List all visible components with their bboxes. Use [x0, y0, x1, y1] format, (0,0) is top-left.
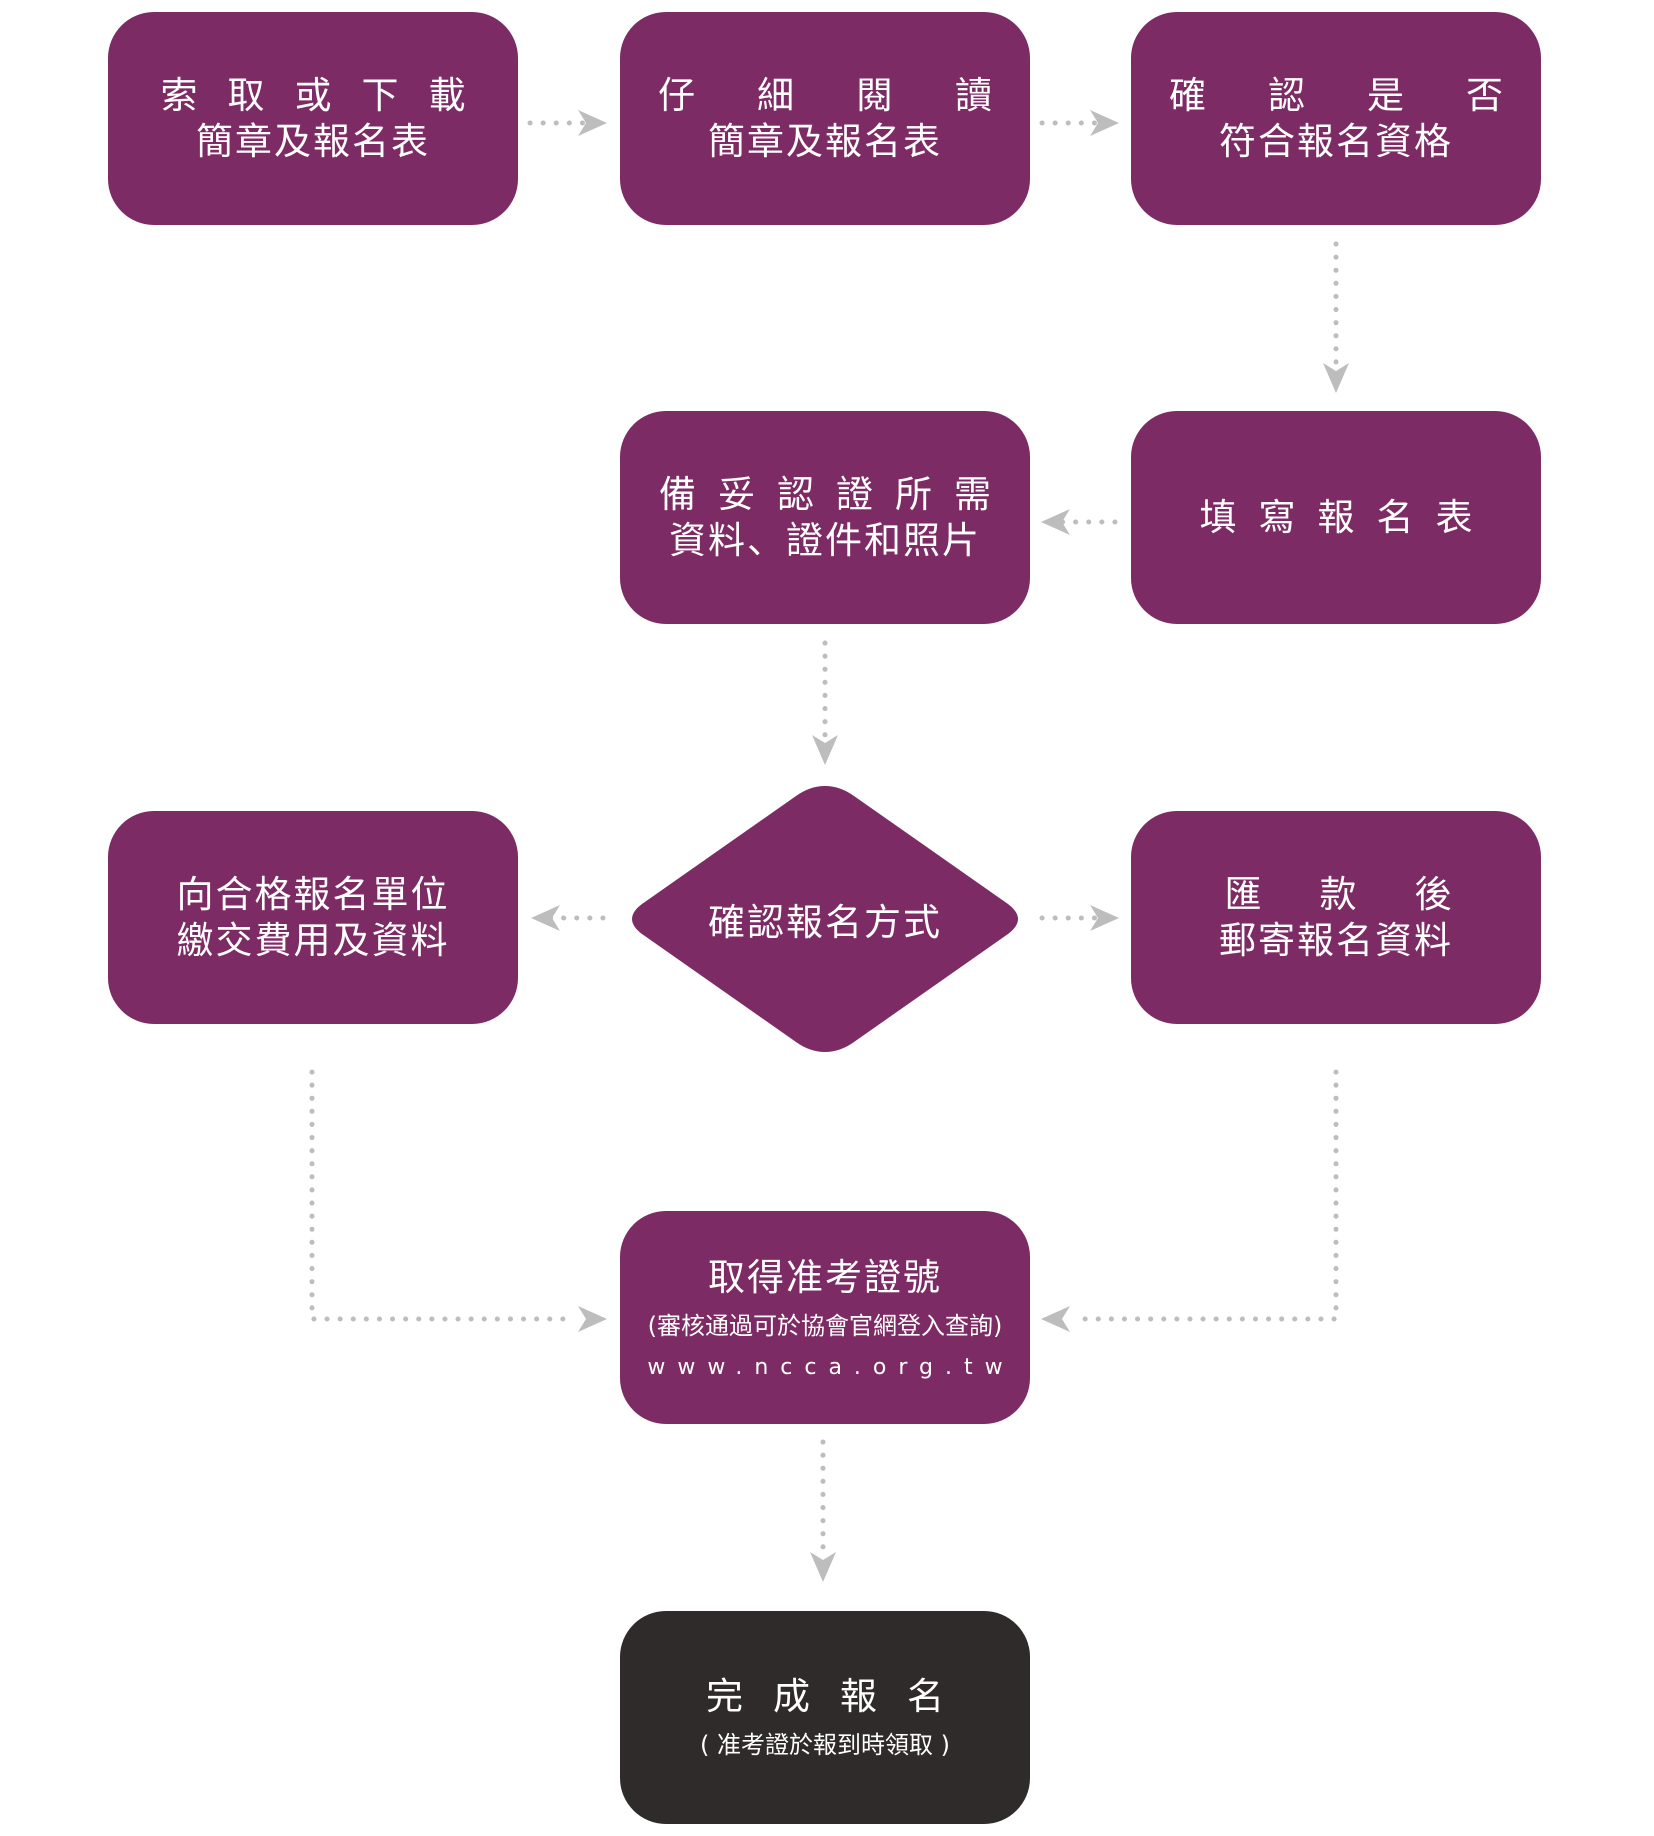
decision-registration-method: 確認報名方式 [620, 780, 1030, 1058]
step-check-eligibility: 確認是否 符合報名資格 [1131, 12, 1541, 225]
step-line: 簡章及報名表 [708, 119, 942, 163]
step-get-admission-number: 取得准考證號 (審核通過可於協會官網登入查詢) www.ncca.org.tw [620, 1211, 1030, 1424]
step-line: 填寫報名表 [1199, 495, 1495, 539]
step-fill-form: 填寫報名表 [1131, 411, 1541, 624]
step-line: 確認是否 [1169, 73, 1565, 117]
step-read-brochure: 仔細閱讀 簡章及報名表 [620, 12, 1030, 225]
arrowhead-6-7 [531, 905, 560, 931]
step-line: 郵寄報名資料 [1219, 918, 1453, 962]
step-line: 向合格報名單位 [176, 872, 450, 916]
arrowhead-9-10 [810, 1552, 836, 1582]
step-line: 仔細閱讀 [658, 73, 1054, 117]
step-line: 資料、證件和照片 [669, 518, 981, 562]
step-line: 取得准考證號 [708, 1256, 942, 1299]
arrowhead-4-5 [1041, 509, 1070, 535]
arrowhead-3-4 [1323, 363, 1349, 393]
decision-diamond-shape [632, 786, 1018, 1052]
arrowhead-1-2 [578, 110, 607, 136]
step-line: 索取或下載 [160, 73, 496, 117]
arrowhead-8-9 [1041, 1306, 1070, 1332]
step-line: 匯款後 [1224, 872, 1510, 916]
website-url: www.ncca.org.tw [647, 1355, 1015, 1380]
step-download-brochure: 索取或下載 簡章及報名表 [108, 12, 518, 225]
step-remit-and-mail: 匯款後 郵寄報名資料 [1131, 811, 1541, 1024]
arrowhead-2-3 [1090, 110, 1119, 136]
step-prepare-documents: 備妥認證所需 資料、證件和照片 [620, 411, 1030, 624]
step-pay-at-center: 向合格報名單位 繳交費用及資料 [108, 811, 518, 1024]
arrowhead-7-9 [578, 1306, 607, 1332]
connector-7-9 [309, 1069, 571, 1322]
step-line: 備妥認證所需 [659, 472, 1013, 516]
step-note: ( 准考證於報到時領取 ) [700, 1730, 950, 1759]
step-line: 簡章及報名表 [196, 119, 430, 163]
step-line: 完成報名 [706, 1674, 974, 1718]
step-note: (審核通過可於協會官網登入查詢) [647, 1312, 1003, 1340]
step-line: 符合報名資格 [1219, 119, 1453, 163]
arrowhead-6-8 [1090, 905, 1119, 931]
arrowhead-5-6 [812, 735, 838, 765]
connector-8-9 [1077, 1069, 1339, 1322]
step-complete-registration: 完成報名 ( 准考證於報到時領取 ) [620, 1611, 1030, 1824]
step-line: 繳交費用及資料 [176, 918, 450, 962]
decision-label: 確認報名方式 [708, 901, 942, 944]
